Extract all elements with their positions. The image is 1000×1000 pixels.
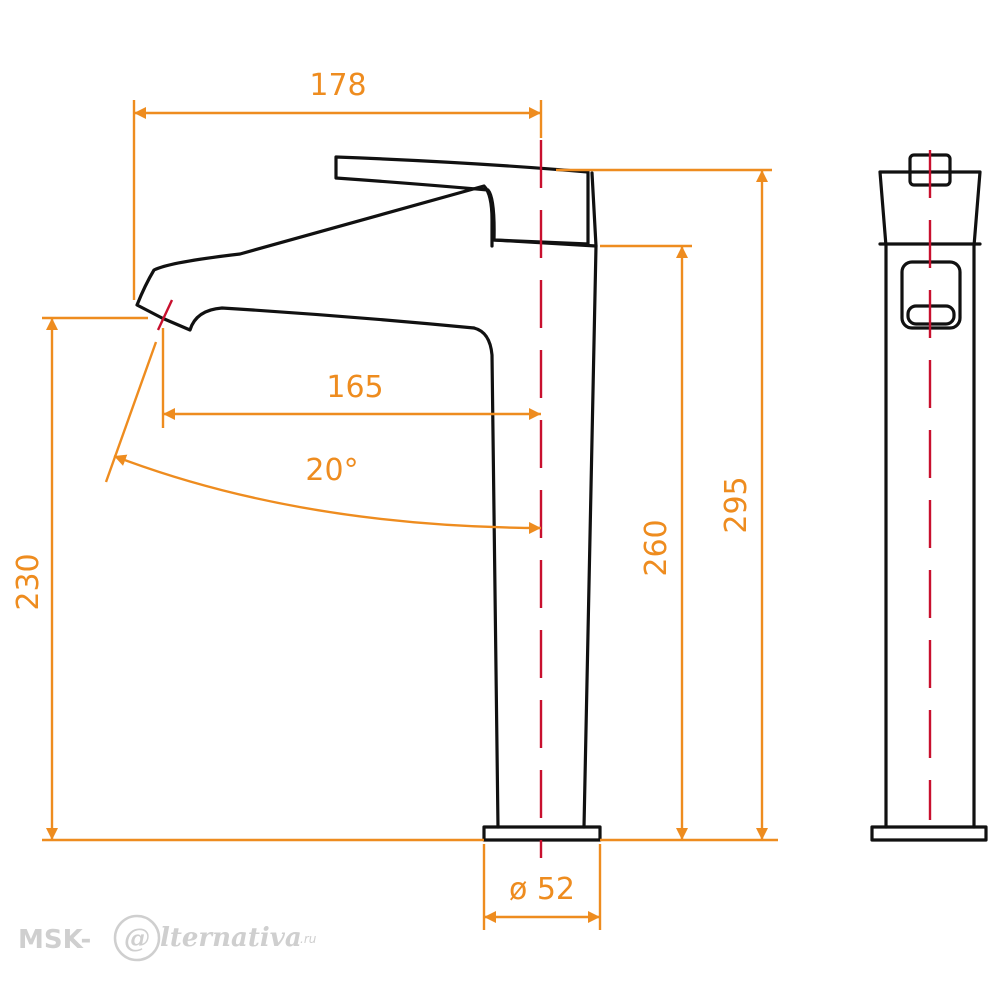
spout (135, 184, 494, 332)
dim-label-295: 295 (719, 476, 754, 533)
lever (334, 155, 590, 246)
watermark-at-sign: @ (124, 924, 150, 954)
dim-label-165: 165 (326, 370, 383, 405)
watermark-at-ring (113, 914, 161, 962)
watermark-brand-left: MSK- (18, 925, 91, 955)
angle-arc (113, 454, 542, 534)
dim-label-20-degrees: 20° (305, 453, 358, 488)
dim-label-diameter-52: ø 52 (509, 872, 575, 907)
angle-ray (104, 341, 158, 483)
faucet-body (472, 171, 598, 829)
dimension-lines (42, 100, 778, 930)
centerlines (539, 140, 932, 858)
base-plate-front (870, 825, 988, 842)
dim-label-230: 230 (11, 553, 46, 610)
base-plate-side (482, 825, 602, 842)
faucet-side-view (135, 155, 602, 842)
spout-outlet-mark (156, 299, 174, 331)
dim-label-260: 260 (639, 519, 674, 576)
watermark-brand-right: lternativa (160, 923, 302, 953)
watermark-logo: MSK- @ lternativa .ru (18, 914, 317, 962)
lever-joint-line (492, 238, 598, 248)
watermark-domain: .ru (300, 932, 317, 946)
dim-label-178: 178 (309, 68, 366, 103)
